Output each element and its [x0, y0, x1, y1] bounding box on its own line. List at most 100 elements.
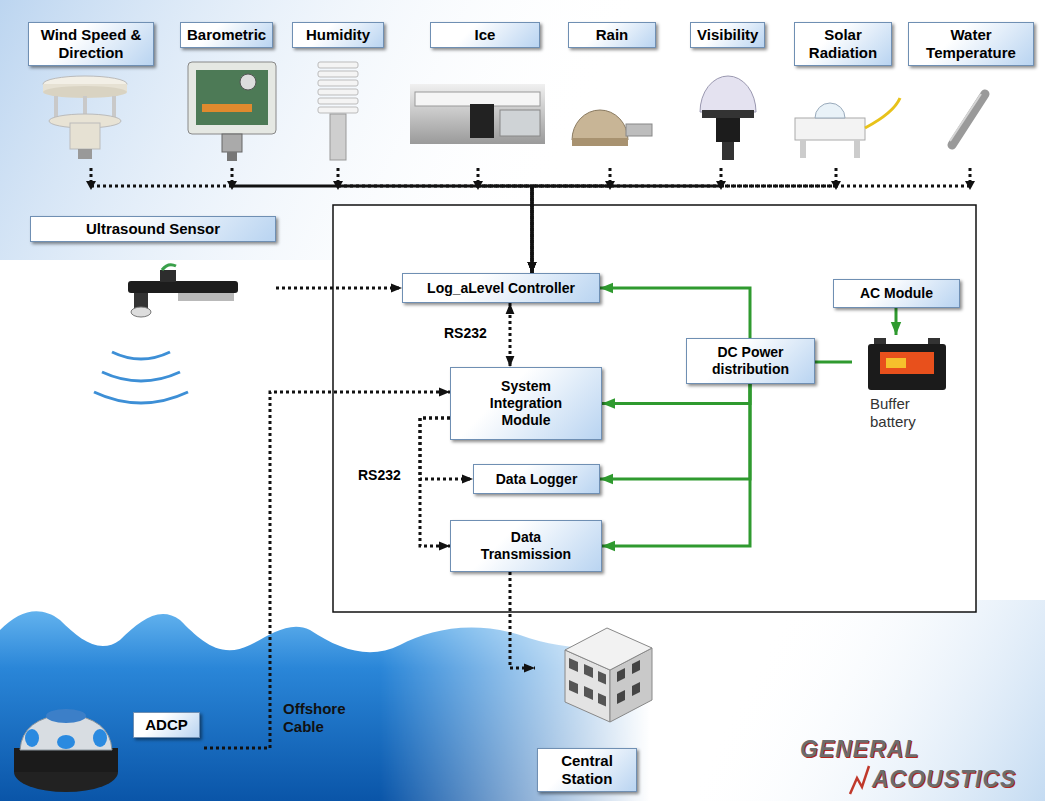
node-label: Log_aLevel Controller — [427, 280, 575, 297]
battery-picture-part — [886, 358, 906, 368]
ac-module-box: AC Module — [833, 279, 960, 308]
building-picture-part — [569, 680, 578, 694]
building-picture-part — [617, 668, 625, 682]
logo-mark — [850, 766, 869, 794]
station-enclosure — [333, 205, 976, 612]
station-unit: Central Station — [535, 616, 660, 797]
battery-unit: Buffer battery — [852, 335, 962, 440]
pyranometer-picture-part — [800, 140, 806, 158]
corner-wash — [700, 600, 1045, 801]
barometer-picture — [188, 62, 276, 161]
power-box: DC Power distribution — [686, 338, 815, 384]
ice-sensor-picture-part — [500, 110, 540, 136]
sound-waves-part — [94, 392, 188, 403]
barometer-picture-part — [222, 134, 242, 152]
visibility-sensor-picture — [700, 76, 756, 160]
sensor-unit: Wind Speed & Direction — [28, 20, 154, 168]
sea — [0, 611, 660, 801]
logo-word: ACOUSTICS — [872, 766, 1016, 794]
ultrasound-sensor-picture-part — [162, 265, 176, 270]
building-picture-part — [632, 660, 640, 674]
wind-sensor-picture — [43, 76, 127, 159]
visibility-sensor-picture-part — [702, 110, 754, 118]
humidity-picture-part — [318, 107, 358, 113]
humidity-picture-part — [330, 114, 346, 160]
visibility-sensor-picture-part — [722, 142, 734, 160]
node-label: AC Module — [860, 285, 933, 302]
ice-sensor-picture — [410, 84, 545, 144]
signal-line — [532, 168, 970, 273]
signal-line — [532, 168, 721, 273]
bus-name: RS232 — [444, 325, 487, 342]
station-label: Central Station — [537, 748, 637, 792]
sensor-label: Ultrasound Sensor — [30, 216, 276, 242]
ice-sensor-picture-part — [410, 84, 545, 144]
adcp-picture-part — [14, 748, 118, 772]
sea-part — [0, 611, 660, 801]
sensor-unit: Humidity — [290, 20, 386, 168]
power-line — [602, 384, 750, 404]
sound-waves-part — [102, 372, 180, 381]
sensor-unit: Ultrasound Sensor — [30, 216, 276, 328]
signal-line — [420, 418, 450, 546]
logo-mark-part — [850, 766, 869, 794]
barometer-picture-part — [240, 74, 256, 90]
adcp-picture-part — [25, 729, 39, 747]
sensor-unit: Ice — [410, 20, 546, 168]
humidity-picture — [318, 62, 358, 160]
sound-waves — [94, 352, 188, 403]
controller-box: Log_aLevel Controller — [402, 273, 600, 303]
pyranometer-picture — [795, 98, 900, 158]
adcp-unit: ADCP — [10, 702, 204, 797]
ultrasound-sensor-picture-part — [128, 281, 238, 293]
pyranometer-picture-part — [795, 118, 865, 140]
sensor-unit: Solar Radiation — [790, 20, 882, 168]
barometer-picture-part — [227, 152, 237, 161]
sensor-label: Water Temperature — [908, 22, 1034, 66]
building-picture-part — [598, 671, 606, 685]
building-picture-part — [617, 690, 625, 704]
transmission-box: Data Transmission — [450, 520, 602, 572]
sensor-unit: Rain — [566, 20, 654, 168]
logo-word: GENERAL — [800, 736, 919, 764]
battery-picture-part — [880, 352, 934, 374]
humidity-picture-part — [318, 62, 358, 68]
sensor-unit: Barometric — [180, 20, 284, 168]
humidity-picture-part — [318, 80, 358, 86]
ultrasound-sensor-picture — [128, 265, 238, 317]
device-label: ADCP — [133, 712, 200, 738]
wind-sensor-picture-part — [112, 96, 116, 118]
sensor-label: Solar Radiation — [794, 22, 892, 66]
node-label: Data Logger — [496, 471, 578, 488]
signal-line — [338, 168, 532, 273]
visibility-sensor-picture-part — [716, 118, 740, 142]
pyranometer-picture-part — [815, 103, 845, 118]
barometer-picture-part — [202, 104, 252, 112]
adcp-picture-part — [46, 709, 86, 723]
adcp-picture-part — [57, 735, 75, 749]
building-picture — [565, 628, 652, 722]
ultrasound-sensor-picture-part — [160, 270, 176, 282]
rain-sensor-picture-part — [572, 138, 628, 146]
pyranometer-picture-part — [854, 140, 860, 158]
sensor-label: Rain — [568, 22, 656, 48]
wind-sensor-picture-part — [78, 149, 92, 159]
node-label: Data Transmission — [476, 529, 576, 563]
ice-sensor-picture-part — [415, 92, 540, 106]
barometer-picture-part — [196, 70, 268, 125]
visibility-sensor-picture-part — [700, 76, 756, 112]
cable-label: Offshore Cable — [283, 700, 363, 736]
power-line — [895, 308, 898, 335]
battery-picture — [868, 338, 946, 390]
rain-sensor-picture — [572, 110, 652, 146]
building-picture-part — [584, 686, 593, 700]
rain-sensor-picture-part — [626, 124, 652, 136]
humidity-picture-part — [318, 89, 358, 95]
sensor-label: Humidity — [292, 22, 384, 48]
sensor-unit: Visibility — [678, 20, 764, 168]
sensor-label: Wind Speed & Direction — [28, 22, 154, 66]
sensor-unit: Water Temperature — [908, 20, 1032, 168]
water-probe-picture-part — [950, 94, 981, 141]
barometer-picture-part — [188, 62, 276, 134]
signal-line — [510, 572, 535, 668]
